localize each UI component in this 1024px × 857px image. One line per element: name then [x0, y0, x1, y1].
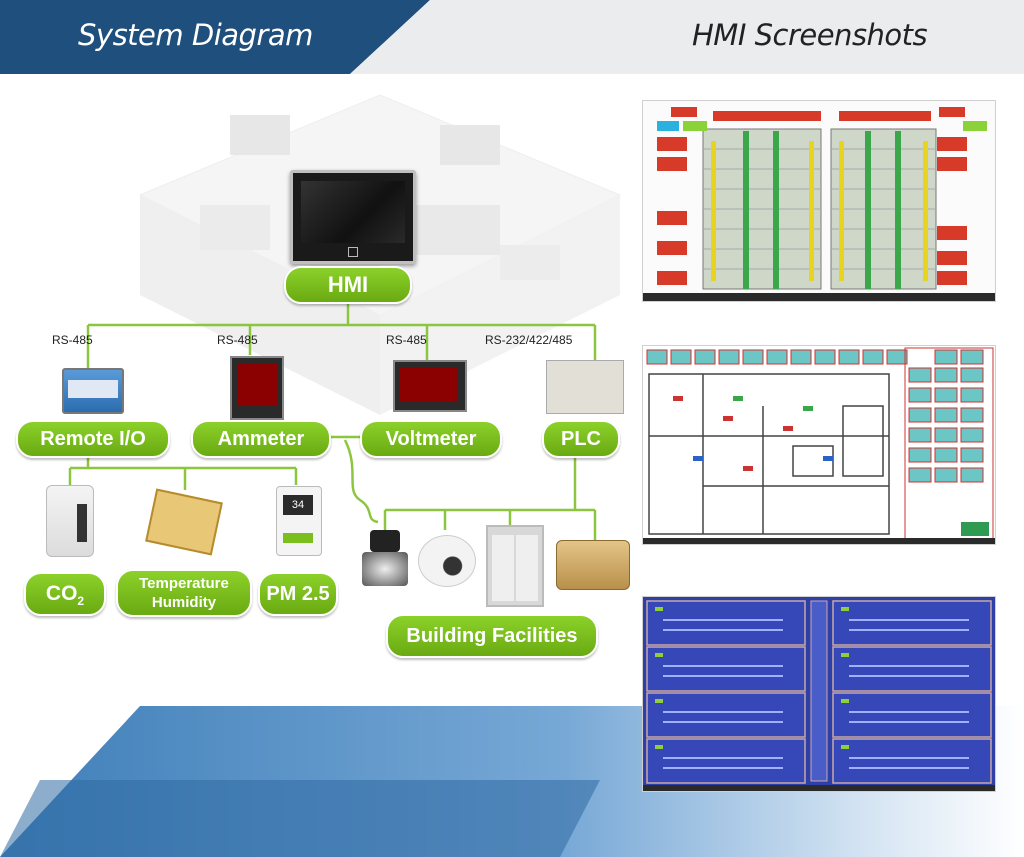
remote-io-module-image — [62, 368, 124, 414]
system-diagram-title: System Diagram — [78, 18, 313, 52]
hmi-screenshots-title: HMI Screenshots — [692, 18, 928, 52]
co2-subscript: 2 — [77, 594, 85, 609]
pm25-sensor-image: 34 — [276, 486, 322, 556]
pm25-pill: PM 2.5 — [258, 572, 338, 616]
header-band-right — [350, 0, 1024, 74]
security-camera-image — [418, 535, 476, 587]
link-label-remote-io: RS-485 — [52, 333, 93, 347]
elevator-monitor-graphic — [643, 101, 995, 301]
voltmeter-pill: Voltmeter — [360, 420, 502, 458]
hmi-panel-device — [290, 170, 416, 264]
elevator-image — [486, 525, 544, 607]
humidity-label: Humidity — [151, 594, 217, 611]
plc-image — [546, 360, 624, 414]
hmi-screenshot-floor-plan — [642, 345, 996, 545]
floor-plan-graphic — [643, 346, 995, 544]
footer-band-dark — [0, 780, 600, 857]
ammeter-image — [230, 356, 284, 420]
link-label-voltmeter: RS-485 — [386, 333, 427, 347]
ammeter-pill: Ammeter — [191, 420, 331, 458]
temperature-humidity-pill: Temperature Humidity — [116, 569, 252, 617]
co2-label: CO — [45, 582, 78, 605]
chiller-image — [556, 540, 630, 590]
temperature-label: Temperature — [139, 575, 229, 592]
header-band-left — [0, 0, 430, 74]
control-panels-graphic — [643, 597, 995, 791]
hmi-screenshot-elevator-monitor — [642, 100, 996, 302]
plc-pill: PLC — [542, 420, 620, 458]
co2-pill: CO2 — [24, 572, 106, 616]
hmi-home-button — [348, 247, 358, 257]
remote-io-pill: Remote I/O — [16, 420, 170, 458]
light-fixture-image — [362, 530, 408, 590]
hmi-screen — [301, 181, 405, 243]
co2-sensor-image — [46, 485, 94, 557]
hmi-pill: HMI — [284, 266, 412, 304]
voltmeter-image — [393, 360, 467, 412]
link-label-ammeter: RS-485 — [217, 333, 258, 347]
pm25-sensor-display: 34 — [283, 495, 313, 515]
link-label-plc: RS-232/422/485 — [485, 333, 573, 347]
building-facilities-pill: Building Facilities — [386, 614, 598, 658]
hmi-screenshot-control-panels — [642, 596, 996, 792]
